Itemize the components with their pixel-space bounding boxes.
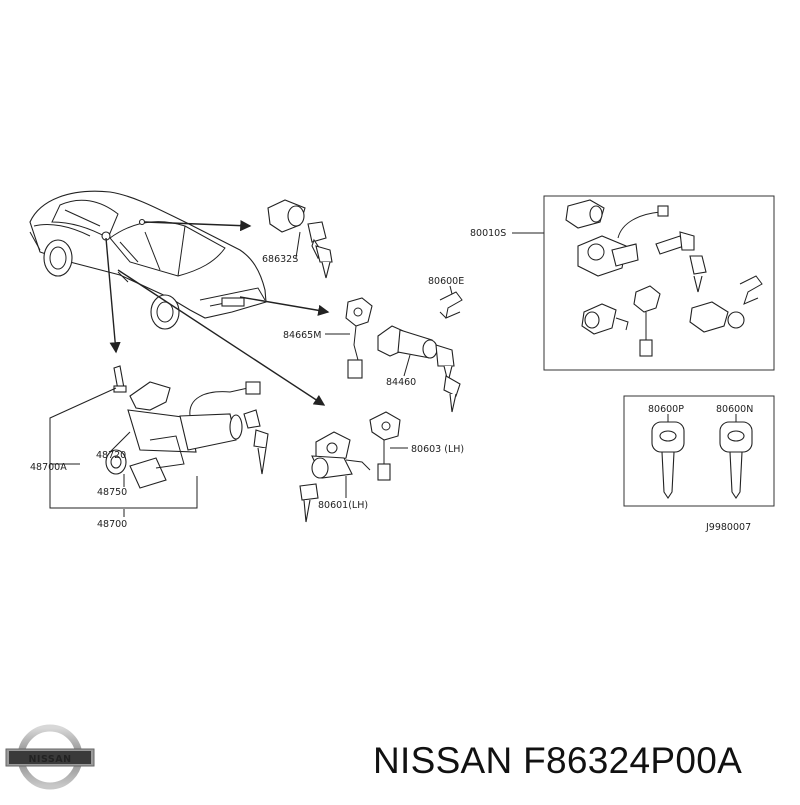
part-label-80600n: 80600N — [716, 404, 753, 415]
trunk-lock-84460 — [377, 325, 461, 413]
pointer-arrows — [105, 220, 330, 406]
part-label-48750: 48750 — [97, 487, 127, 498]
trunk-latch-bracket — [345, 297, 373, 379]
part-label-80600p: 80600P — [648, 404, 684, 415]
part-label-80600e: 80600E — [428, 276, 464, 287]
part-label-84665m: 84665M — [283, 330, 321, 341]
logo-text: NISSAN — [28, 754, 71, 765]
clip-80600e — [439, 291, 463, 319]
part-label-80601: 80601(LH) — [318, 500, 368, 511]
ignition-assembly — [105, 365, 269, 489]
part-label-48700: 48700 — [97, 519, 127, 530]
drawing-code: J9980007 — [705, 522, 751, 533]
key-blank-80600p — [651, 414, 685, 499]
lock-set-parts — [565, 199, 763, 357]
part-label-68632s: 68632S — [262, 254, 298, 265]
part-label-84460: 84460 — [386, 377, 416, 388]
door-bracket-80603 — [369, 411, 401, 481]
part-label-80010s: 80010S — [470, 228, 506, 239]
ignition-leader-lines — [49, 387, 198, 517]
part-caption: NISSAN F86324P00A — [373, 740, 743, 781]
key-blanks-box — [623, 395, 775, 507]
part-label-80603: 80603 (LH) — [411, 444, 464, 455]
door-lock-80601 — [299, 431, 371, 523]
key-blank-80600n — [719, 414, 753, 499]
part-label-48700a: 48700A — [30, 462, 67, 473]
lock-set-box — [543, 195, 775, 371]
trunk-lock-cylinder — [267, 199, 333, 279]
car-illustration — [29, 190, 267, 330]
nissan-logo: NISSAN — [5, 724, 95, 790]
part-label-48720: 48720 — [96, 450, 126, 461]
